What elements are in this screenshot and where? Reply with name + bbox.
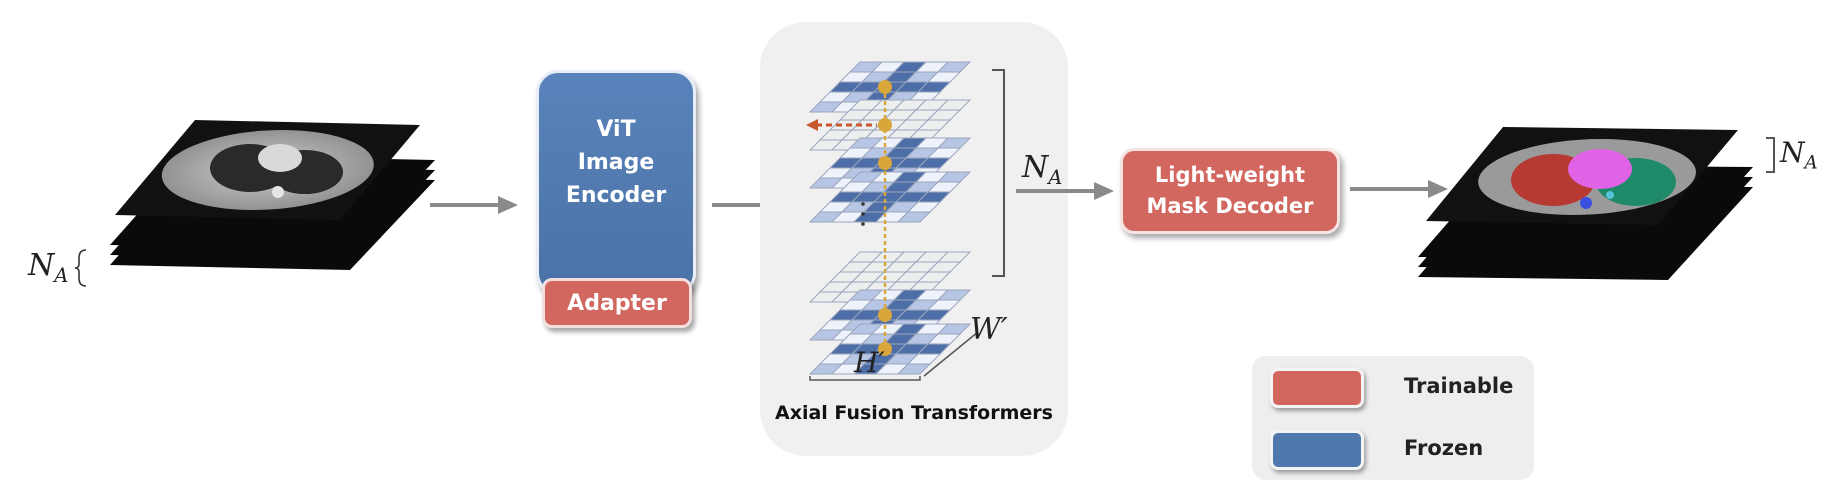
w-prime-label: W′: [970, 312, 1008, 347]
h-prime-label: H′: [854, 346, 885, 379]
ellipsis-dot: [861, 212, 865, 216]
encoder-line-3: Encoder: [565, 183, 667, 208]
vit-image-encoder-box: ViT Image Encoder: [536, 70, 696, 295]
decoder-line-1: Light-weight: [1154, 163, 1306, 187]
legend-swatch-trainable: [1270, 368, 1364, 408]
flow-arrow-icon: [1350, 180, 1448, 198]
mask-decoder-box: Light-weight Mask Decoder: [1120, 148, 1340, 234]
attention-dot: [878, 342, 892, 356]
w-dimension-line: [923, 331, 979, 377]
slice-count-label-middle: NA: [1022, 150, 1063, 189]
ellipsis-dot: [861, 202, 865, 206]
adapter-box: Adapter: [542, 278, 692, 328]
cross-attention-arrowhead: [806, 119, 818, 131]
ellipsis-dot: [861, 222, 865, 226]
flow-arrow-icon: [1016, 182, 1114, 200]
brace-icon: [74, 249, 87, 287]
attention-dot: [878, 118, 892, 132]
encoder-line-1: ViT: [596, 117, 636, 142]
axial-fusion-label: Axial Fusion Transformers: [775, 402, 1053, 424]
h-dimension-line: [809, 376, 921, 381]
grid-layer-stack-icon: [806, 61, 979, 381]
segmented-ct-stack-icon: [1418, 127, 1753, 280]
legend-label-frozen: Frozen: [1404, 436, 1484, 460]
attention-dot: [878, 308, 892, 322]
attention-dot: [878, 80, 892, 94]
ct-slice-stack-icon: [110, 120, 435, 270]
encoder-line-2: Image: [577, 150, 655, 175]
legend-swatch-frozen: [1270, 430, 1364, 470]
flow-arrow-icon: [430, 196, 518, 214]
legend-label-trainable: Trainable: [1404, 374, 1514, 398]
bracket-icon: [992, 69, 1005, 277]
attention-dot: [878, 156, 892, 170]
grid-layer: [808, 171, 972, 223]
grid-layer: [808, 323, 972, 375]
slice-count-label-right: NA: [1780, 136, 1818, 174]
decoder-line-2: Mask Decoder: [1146, 194, 1314, 218]
slice-count-label-left: NA: [28, 248, 69, 287]
bracket-icon: [1766, 137, 1775, 173]
